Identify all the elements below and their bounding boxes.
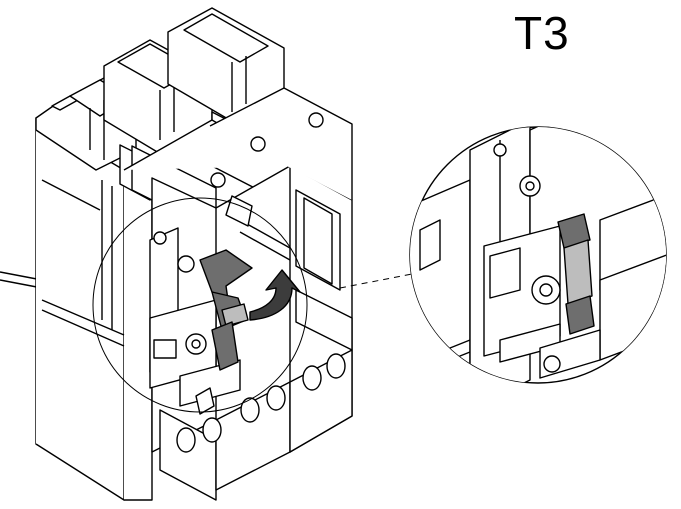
inner-compartment <box>225 189 353 351</box>
rotation-arrow-icon <box>249 269 301 321</box>
magnified-detail <box>409 126 667 384</box>
breaker-side-housing <box>35 83 153 501</box>
cable <box>0 271 43 289</box>
model-label: T3 <box>514 7 570 59</box>
release-lever <box>199 249 253 371</box>
detail-circle-small <box>92 197 308 413</box>
leader-line <box>339 273 413 289</box>
